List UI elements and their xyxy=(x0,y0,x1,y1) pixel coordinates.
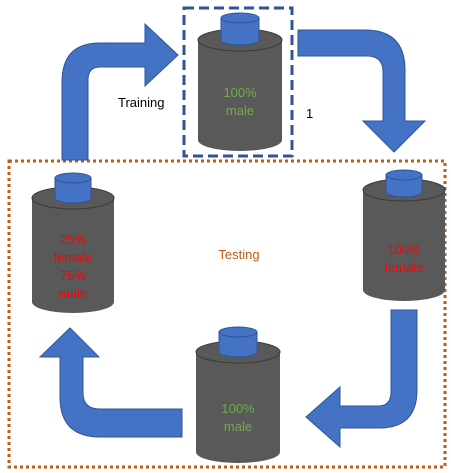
cylinder-right-line2: female xyxy=(384,260,423,275)
training-box xyxy=(182,6,294,158)
arrow-bottom-to-left xyxy=(38,327,183,438)
training-label: Training xyxy=(118,95,164,110)
cylinder-bottom: 100% male xyxy=(195,326,281,463)
cylinder-bottom-line1: 100% xyxy=(221,401,255,416)
cylinder-right: 100% female xyxy=(362,169,446,301)
cylinder-bottom-line2: male xyxy=(224,419,252,434)
cylinder-left: 25% female 75% male xyxy=(31,172,115,313)
cylinder-right-line1: 100% xyxy=(387,242,421,257)
cylinder-left-line2: female xyxy=(53,250,92,265)
cylinder-left-line3: 75% xyxy=(60,268,86,283)
testing-region-border xyxy=(7,159,447,469)
arrow-right-to-bottom xyxy=(305,309,418,449)
arrow-training-to-top xyxy=(61,22,179,161)
arrow-top-to-right xyxy=(297,29,427,153)
cylinder-top: 100% male xyxy=(197,12,283,151)
testing-label: Testing xyxy=(218,247,259,262)
cylinder-left-line1: 25% xyxy=(60,232,86,247)
cylinder-top-line1: 100% xyxy=(223,85,257,100)
cylinder-top-line2: male xyxy=(226,103,254,118)
cylinder-left-line4: male xyxy=(59,286,87,301)
step-number-label: 1 xyxy=(306,106,313,121)
